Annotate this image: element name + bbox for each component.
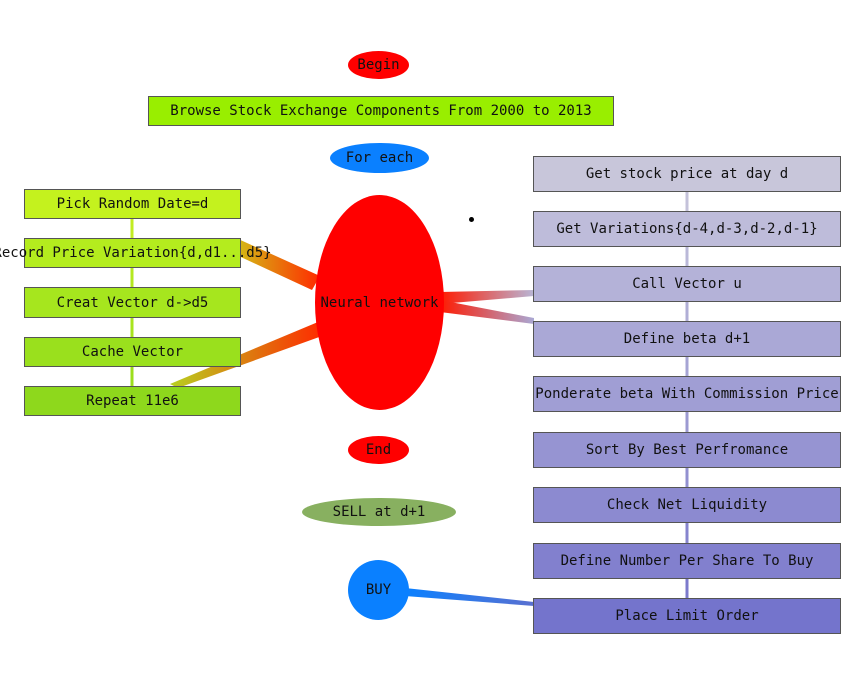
place-limit-order-box: Place Limit Order [533, 598, 841, 634]
define-beta-box: Define beta d+1 [533, 321, 841, 357]
cache-vector-box: Cache Vector [24, 337, 241, 367]
define-number-per-share-box: Define Number Per Share To Buy [533, 543, 841, 579]
for-each-node: For each [330, 143, 429, 173]
pick-random-date-box: Pick Random Date=d [24, 189, 241, 219]
ponderate-beta-box: Ponderate beta With Commission Price [533, 376, 841, 412]
sort-by-performance-box: Sort By Best Perfromance [533, 432, 841, 468]
stray-dot [469, 217, 474, 222]
edge-buy-order [405, 588, 534, 606]
get-variations-box: Get Variations{d-4,d-3,d-2,d-1} [533, 211, 841, 247]
creat-vector-box: Creat Vector d->d5 [24, 287, 241, 318]
edge-nn-right-1 [440, 290, 534, 304]
get-stock-price-box: Get stock price at day d [533, 156, 841, 192]
begin-node: Begin [348, 51, 409, 79]
end-node: End [348, 436, 409, 464]
browse-components-box: Browse Stock Exchange Components From 20… [148, 96, 614, 126]
record-price-variation-box: Record Price Variation{d,d1...d5} [0, 238, 272, 268]
repeat-box: Repeat 11e6 [24, 386, 241, 416]
sell-node: SELL at d+1 [302, 498, 456, 526]
neural-network-node: Neural network [315, 195, 444, 410]
call-vector-box: Call Vector u [533, 266, 841, 302]
edge-left-nn-1 [230, 238, 320, 290]
edge-nn-right-2 [440, 300, 534, 324]
buy-node: BUY [348, 560, 409, 620]
check-net-liquidity-box: Check Net Liquidity [533, 487, 841, 523]
edge-left-nn-2 [170, 322, 322, 388]
